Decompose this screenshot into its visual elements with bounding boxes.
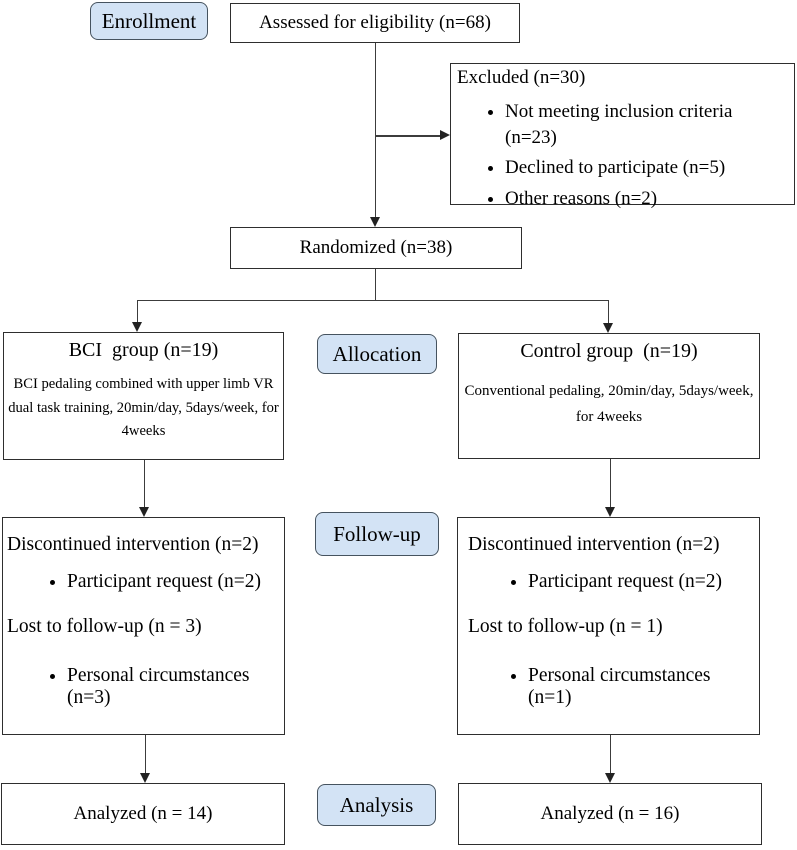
stage-label-enrollment: Enrollment xyxy=(90,2,208,40)
followup-control-box: Discontinued intervention (n=2) Particip… xyxy=(457,517,760,735)
connector-branch-control xyxy=(607,299,609,324)
bci-group-box: BCI group (n=19) BCI pedaling combined w… xyxy=(3,332,284,460)
followup-bci-lost-reasons: Personal circumstances (n=3) xyxy=(7,665,282,709)
arrow-down-icon xyxy=(138,507,149,517)
stage-label-allocation: Allocation xyxy=(317,334,437,374)
stage-label-followup: Follow-up xyxy=(315,512,439,556)
control-group-box: Control group (n=19) Conventional pedali… xyxy=(458,333,760,459)
connector-excluded xyxy=(375,135,442,137)
followup-bci-discontinued-reasons: Participant request (n=2) xyxy=(7,571,282,593)
analyzed-bci-box: Analyzed (n = 14) xyxy=(1,783,285,845)
analyzed-control-box: Analyzed (n = 16) xyxy=(458,783,762,845)
control-group-title: Control group (n=19) xyxy=(520,340,698,362)
followup-bci-reason: Personal circumstances (n=3) xyxy=(67,665,282,709)
connector-branch-horizontal xyxy=(136,299,609,301)
followup-bci-lost: Lost to follow-up (n = 3) xyxy=(7,616,202,637)
connector-followup-analyzed-control xyxy=(609,735,611,774)
arrow-down-icon xyxy=(131,322,142,332)
arrow-right-icon xyxy=(440,129,450,140)
excluded-item: Not meeting inclusion criteria (n=23) xyxy=(505,99,788,150)
followup-bci-reason: Participant request (n=2) xyxy=(67,571,282,593)
randomized-box: Randomized (n=38) xyxy=(230,227,522,269)
excluded-item: Declined to participate (n=5) xyxy=(505,155,788,181)
followup-bci-discontinued: Discontinued intervention (n=2) xyxy=(7,534,259,555)
followup-control-discontinued-reasons: Participant request (n=2) xyxy=(468,571,757,593)
followup-control-discontinued: Discontinued intervention (n=2) xyxy=(468,534,720,555)
followup-control-reason: Personal circumstances (n=1) xyxy=(528,665,757,709)
connector-randomized-branch xyxy=(374,269,376,301)
connector-assessed-randomized xyxy=(374,43,376,219)
connector-control-followup xyxy=(609,459,611,508)
followup-control-reason: Participant request (n=2) xyxy=(528,571,757,593)
arrow-down-icon xyxy=(604,773,615,783)
excluded-list: Not meeting inclusion criteria (n=23) De… xyxy=(457,99,788,212)
arrow-down-icon xyxy=(139,773,150,783)
bci-group-description: BCI pedaling combined with upper limb VR… xyxy=(8,376,279,440)
connector-branch-bci xyxy=(136,299,138,323)
followup-bci-box: Discontinued intervention (n=2) Particip… xyxy=(2,517,285,735)
connector-bci-followup xyxy=(143,460,145,508)
excluded-item: Other reasons (n=2) xyxy=(505,186,788,212)
stage-label-analysis: Analysis xyxy=(317,784,436,826)
assessed-box: Assessed for eligibility (n=68) xyxy=(230,3,520,43)
arrow-down-icon xyxy=(604,507,615,517)
excluded-title: Excluded (n=30) xyxy=(457,67,586,88)
followup-control-lost: Lost to follow-up (n = 1) xyxy=(468,616,663,637)
connector-followup-analyzed-bci xyxy=(144,735,146,774)
arrow-down-icon xyxy=(602,323,613,333)
control-group-description: Conventional pedaling, 20min/day, 5days/… xyxy=(464,383,754,425)
followup-control-lost-reasons: Personal circumstances (n=1) xyxy=(468,665,757,709)
excluded-box: Excluded (n=30) Not meeting inclusion cr… xyxy=(450,63,795,209)
bci-group-title: BCI group (n=19) xyxy=(68,339,219,361)
arrow-down-icon xyxy=(369,217,380,227)
